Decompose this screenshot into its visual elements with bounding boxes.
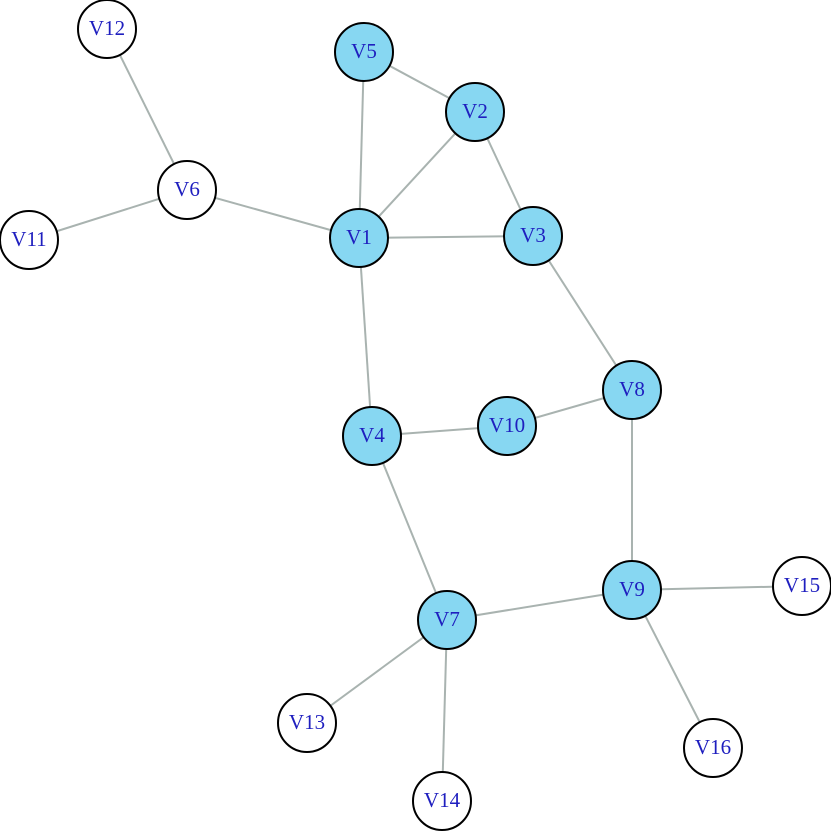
- node-v12: V12: [77, 0, 137, 59]
- edge-v7-v14: [441, 619, 448, 802]
- node-circle: [417, 590, 477, 650]
- node-label: V14: [424, 788, 461, 812]
- node-circle: [329, 208, 389, 268]
- node-v15: V15: [772, 556, 831, 616]
- node-v7: V7: [417, 590, 477, 650]
- node-circle: [683, 718, 743, 778]
- node-circle: [277, 693, 337, 753]
- node-v10: V10: [477, 396, 537, 456]
- node-label: V4: [359, 423, 385, 447]
- node-v2: V2: [445, 82, 505, 142]
- node-circle: [77, 0, 137, 59]
- node-v14: V14: [412, 771, 472, 831]
- node-v9: V9: [602, 560, 662, 620]
- node-circle: [445, 82, 505, 142]
- node-label: V7: [434, 607, 460, 631]
- node-v4: V4: [342, 406, 402, 466]
- node-label: V12: [89, 16, 125, 40]
- node-label: V8: [619, 377, 645, 401]
- node-v1: V1: [329, 208, 389, 268]
- node-label: V3: [520, 223, 546, 247]
- node-label: V2: [462, 99, 488, 123]
- node-circle: [342, 406, 402, 466]
- node-circle: [477, 396, 537, 456]
- node-label: V16: [695, 735, 731, 759]
- node-label: V13: [289, 710, 325, 734]
- node-circle: [334, 22, 394, 82]
- node-v6: V6: [157, 160, 217, 220]
- node-label: V15: [784, 573, 820, 597]
- node-label: V11: [11, 227, 46, 251]
- node-circle: [772, 556, 831, 616]
- node-circle: [602, 360, 662, 420]
- node-v11: V11: [0, 210, 59, 270]
- node-circle: [602, 560, 662, 620]
- node-label: V5: [351, 39, 377, 63]
- edges-layer: [28, 28, 803, 802]
- node-v5: V5: [334, 22, 394, 82]
- node-circle: [157, 160, 217, 220]
- edge-v5-v1: [358, 51, 365, 239]
- node-circle: [0, 210, 59, 270]
- node-label: V9: [619, 577, 645, 601]
- edge-v4-v7: [371, 435, 448, 621]
- node-v16: V16: [683, 718, 743, 778]
- node-v3: V3: [503, 206, 563, 266]
- edge-v3-v8: [532, 235, 633, 391]
- node-v8: V8: [602, 360, 662, 420]
- node-v13: V13: [277, 693, 337, 753]
- edge-v1-v4: [358, 237, 373, 437]
- node-circle: [412, 771, 472, 831]
- node-label: V6: [174, 177, 200, 201]
- node-label: V1: [346, 225, 372, 249]
- node-label: V10: [489, 413, 525, 437]
- node-circle: [503, 206, 563, 266]
- edge-v7-v9: [446, 589, 633, 621]
